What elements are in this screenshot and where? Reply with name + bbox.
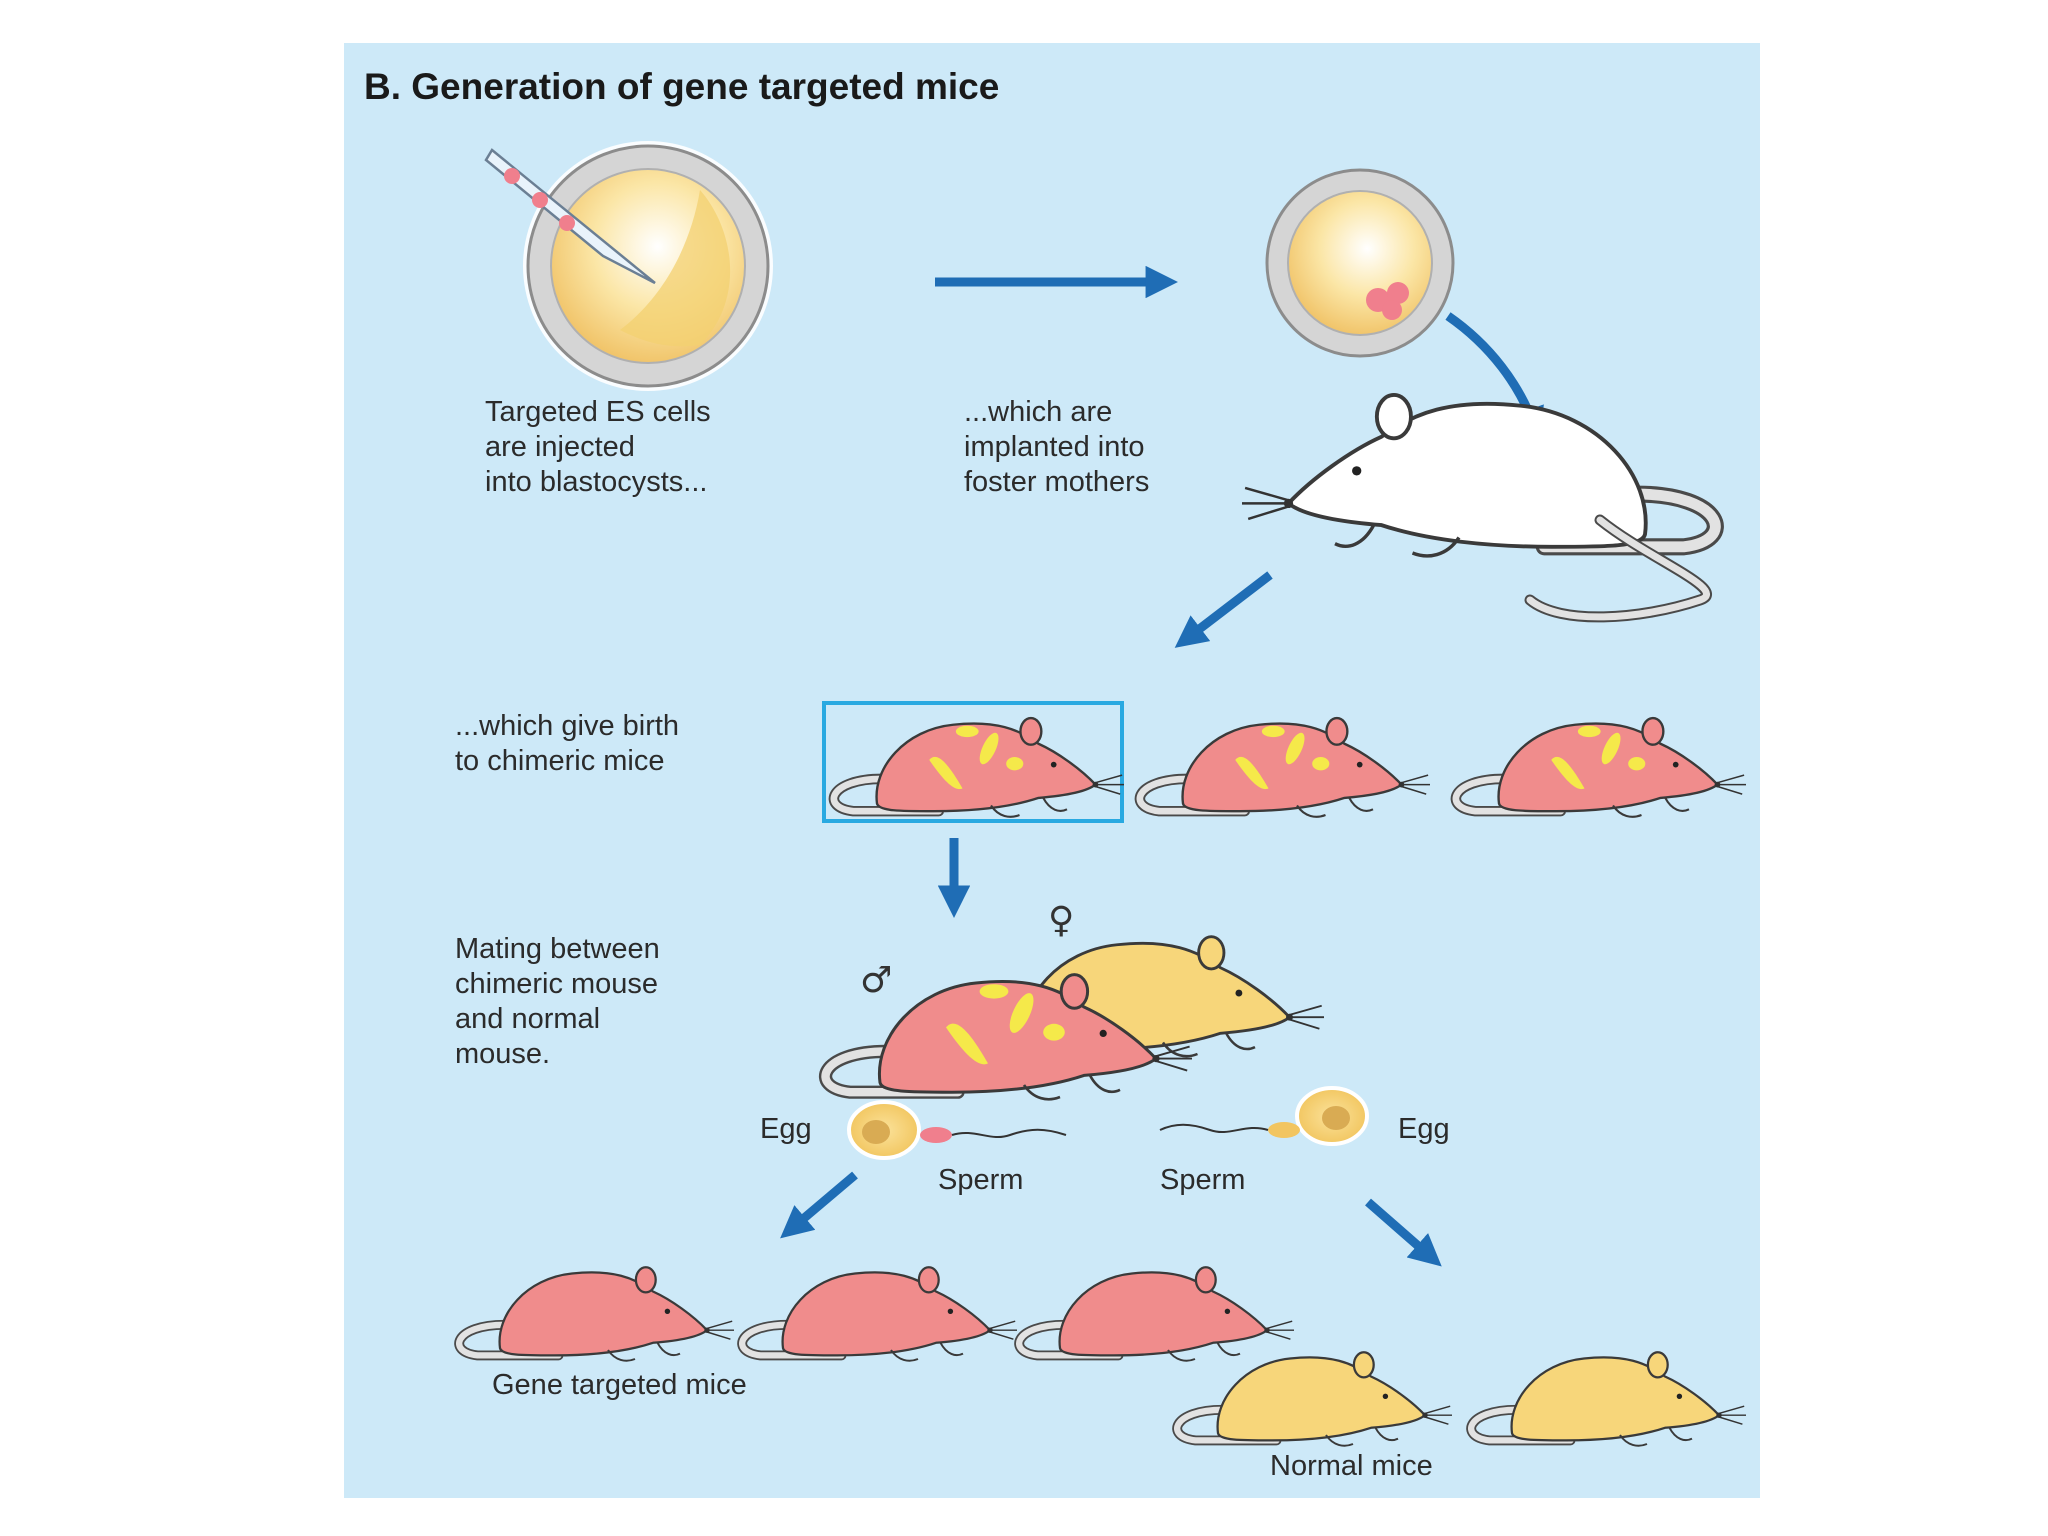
foster-mother-mouse	[1242, 395, 1715, 556]
normal-mouse-1	[1177, 1352, 1452, 1445]
arrow-to-gene-targeted-mice	[780, 1171, 858, 1239]
birth-caption-line-1: ...which give birth	[455, 710, 679, 742]
selected-chimera-highlight	[822, 701, 1124, 823]
birth-caption: ...which give birth to chimeric mice	[455, 710, 679, 777]
gene-targeted-label: Gene targeted mice	[492, 1369, 747, 1401]
mating-caption-line-2: chimeric mouse	[455, 968, 658, 1000]
gene-targeted-mouse-1	[459, 1267, 734, 1360]
egg-label-left: Egg	[760, 1113, 812, 1145]
chimeric-mouse-2	[1140, 718, 1430, 817]
arrow-to-chimeric-mice	[1174, 571, 1273, 648]
female-symbol: ♀	[1048, 900, 1074, 941]
implant-caption-line-1: ...which are	[964, 396, 1112, 428]
inject-caption-line-3: into blastocysts...	[485, 466, 707, 498]
normal-mice-label: Normal mice	[1270, 1450, 1433, 1482]
inject-caption-line-2: are injected	[485, 431, 635, 463]
inject-caption: Targeted ES cells are injected into blas…	[485, 396, 711, 498]
sperm-label-left: Sperm	[938, 1164, 1023, 1196]
male-symbol: ♂	[860, 960, 892, 1001]
mating-caption-line-3: and normal	[455, 1003, 600, 1035]
egg-label-right: Egg	[1398, 1113, 1450, 1145]
inject-caption-line-1: Targeted ES cells	[485, 396, 711, 428]
mating-caption-line-4: mouse.	[455, 1038, 550, 1070]
sperm-label-right: Sperm	[1160, 1164, 1245, 1196]
blastocyst-injection	[484, 141, 773, 391]
implant-caption-line-3: foster mothers	[964, 466, 1149, 498]
mating-caption: Mating between chimeric mouse and normal…	[455, 933, 660, 1070]
implant-caption-line-2: implanted into	[964, 431, 1145, 463]
gene-targeted-mouse-2	[742, 1267, 1017, 1360]
gametes-left	[847, 1100, 1067, 1160]
mating-caption-line-1: Mating between	[455, 933, 660, 965]
gene-targeted-mouse-3	[1019, 1267, 1294, 1360]
chimeric-mouse-1	[834, 718, 1124, 817]
implant-caption: ...which are implanted into foster mothe…	[964, 396, 1149, 498]
blastocyst-with-es-cells	[1265, 168, 1455, 358]
normal-mouse-2	[1471, 1352, 1746, 1445]
figure-title: B. Generation of gene targeted mice	[364, 66, 999, 107]
chimeric-mouse-3	[1456, 718, 1746, 817]
foster-mother-tail-fill	[1526, 516, 1711, 621]
gametes-right	[1159, 1086, 1369, 1146]
birth-caption-line-2: to chimeric mice	[455, 745, 665, 777]
arrow-to-normal-mice	[1365, 1198, 1442, 1267]
